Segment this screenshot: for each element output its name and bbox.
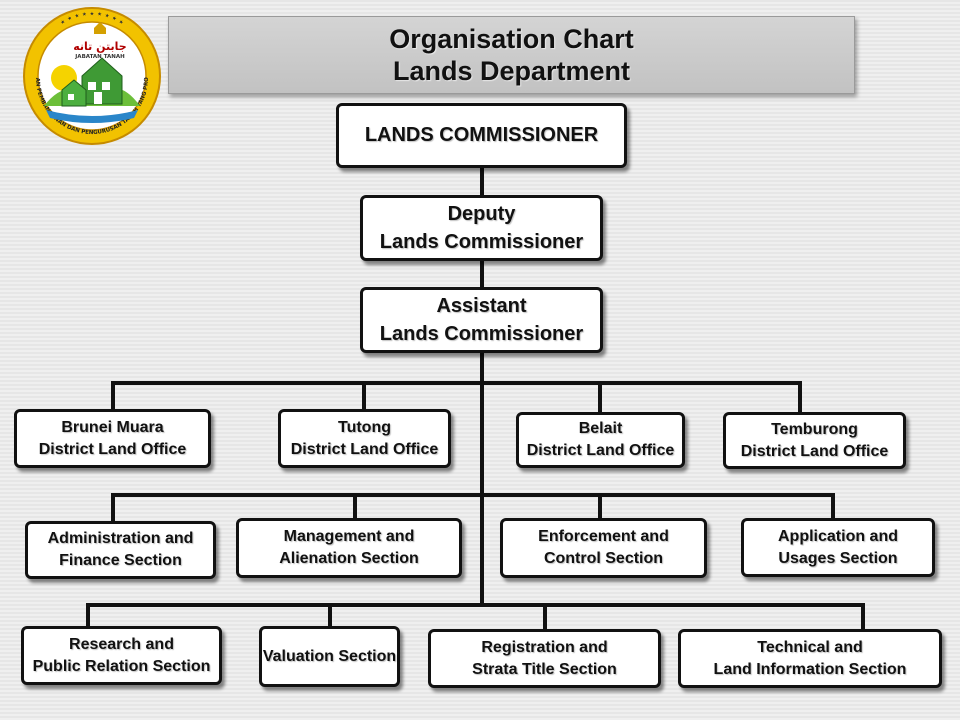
section-line1: Administration and: [47, 530, 194, 547]
section-box: Administration and Finance Section: [25, 521, 216, 579]
district-office-box: Belait District Land Office: [516, 412, 685, 468]
deputy-line1: Deputy: [447, 203, 516, 225]
district-office-label: District Land Office: [38, 440, 187, 458]
section-line2: Public Relation Section: [32, 657, 211, 675]
logo-arabic-name: جابتن تانه: [73, 40, 126, 53]
district-office-box: Brunei Muara District Land Office: [14, 409, 211, 468]
section-line2: Land Information Section: [713, 660, 907, 678]
section-box: Enforcement and Control Section: [500, 518, 707, 578]
deputy-line2: Lands Commissioner: [379, 231, 584, 253]
section-line1: Technical and: [757, 638, 863, 656]
section-line2: Control Section: [543, 550, 664, 567]
lands-commissioner-label: LANDS COMMISSIONER: [364, 124, 599, 146]
section-box: Research and Public Relation Section: [21, 626, 222, 685]
logo-name: JABATAN TANAH: [74, 54, 125, 60]
deputy-commissioner-box: Deputy Lands Commissioner: [360, 195, 603, 261]
chart-subtitle: Lands Department: [392, 56, 631, 86]
district-office-name: Temburong: [771, 420, 858, 438]
district-office-name: Belait: [578, 420, 623, 437]
chart-title: Organisation Chart: [389, 24, 634, 54]
houses-icon: [61, 57, 123, 107]
jabatan-tanah-logo: ٭ ٭ ٭ ٭ ٭ ٭ ٭ ٭ ٭ KEBAIKAN PEMBANGUNAN D…: [22, 6, 161, 145]
district-office-name: Tutong: [337, 418, 391, 436]
lands-commissioner-box: LANDS COMMISSIONER: [336, 103, 627, 168]
section-line2: Strata Title Section: [472, 660, 617, 678]
section-line1: Application and: [778, 527, 898, 545]
section-box: Registration and Strata Title Section: [428, 629, 661, 688]
district-office-label: District Land Office: [526, 442, 675, 459]
assistant-line2: Lands Commissioner: [379, 323, 584, 345]
section-box: Application and Usages Section: [741, 518, 935, 577]
district-office-box: Temburong District Land Office: [723, 412, 906, 469]
chart-title-banner: Organisation Chart Lands Department: [168, 16, 855, 94]
section-line2: Finance Section: [59, 552, 182, 569]
assistant-commissioner-box: Assistant Lands Commissioner: [360, 287, 603, 353]
river-icon: [46, 110, 138, 123]
section-line1: Enforcement and: [538, 528, 669, 545]
section-box: Management and Alienation Section: [236, 518, 462, 578]
assistant-line1: Assistant: [436, 295, 527, 317]
section-line1: Valuation Section: [262, 647, 397, 665]
section-line1: Management and: [283, 528, 415, 545]
section-line1: Registration and: [481, 638, 608, 656]
section-line2: Usages Section: [778, 549, 898, 567]
section-box: Valuation Section: [259, 626, 400, 687]
section-box: Technical and Land Information Section: [678, 629, 942, 688]
crown-icon: [94, 22, 106, 34]
section-line2: Alienation Section: [279, 550, 419, 567]
district-office-label: District Land Office: [740, 442, 889, 460]
district-office-box: Tutong District Land Office: [278, 409, 451, 468]
section-line1: Research and: [69, 635, 174, 653]
district-office-label: District Land Office: [290, 440, 439, 458]
district-office-name: Brunei Muara: [61, 418, 164, 436]
